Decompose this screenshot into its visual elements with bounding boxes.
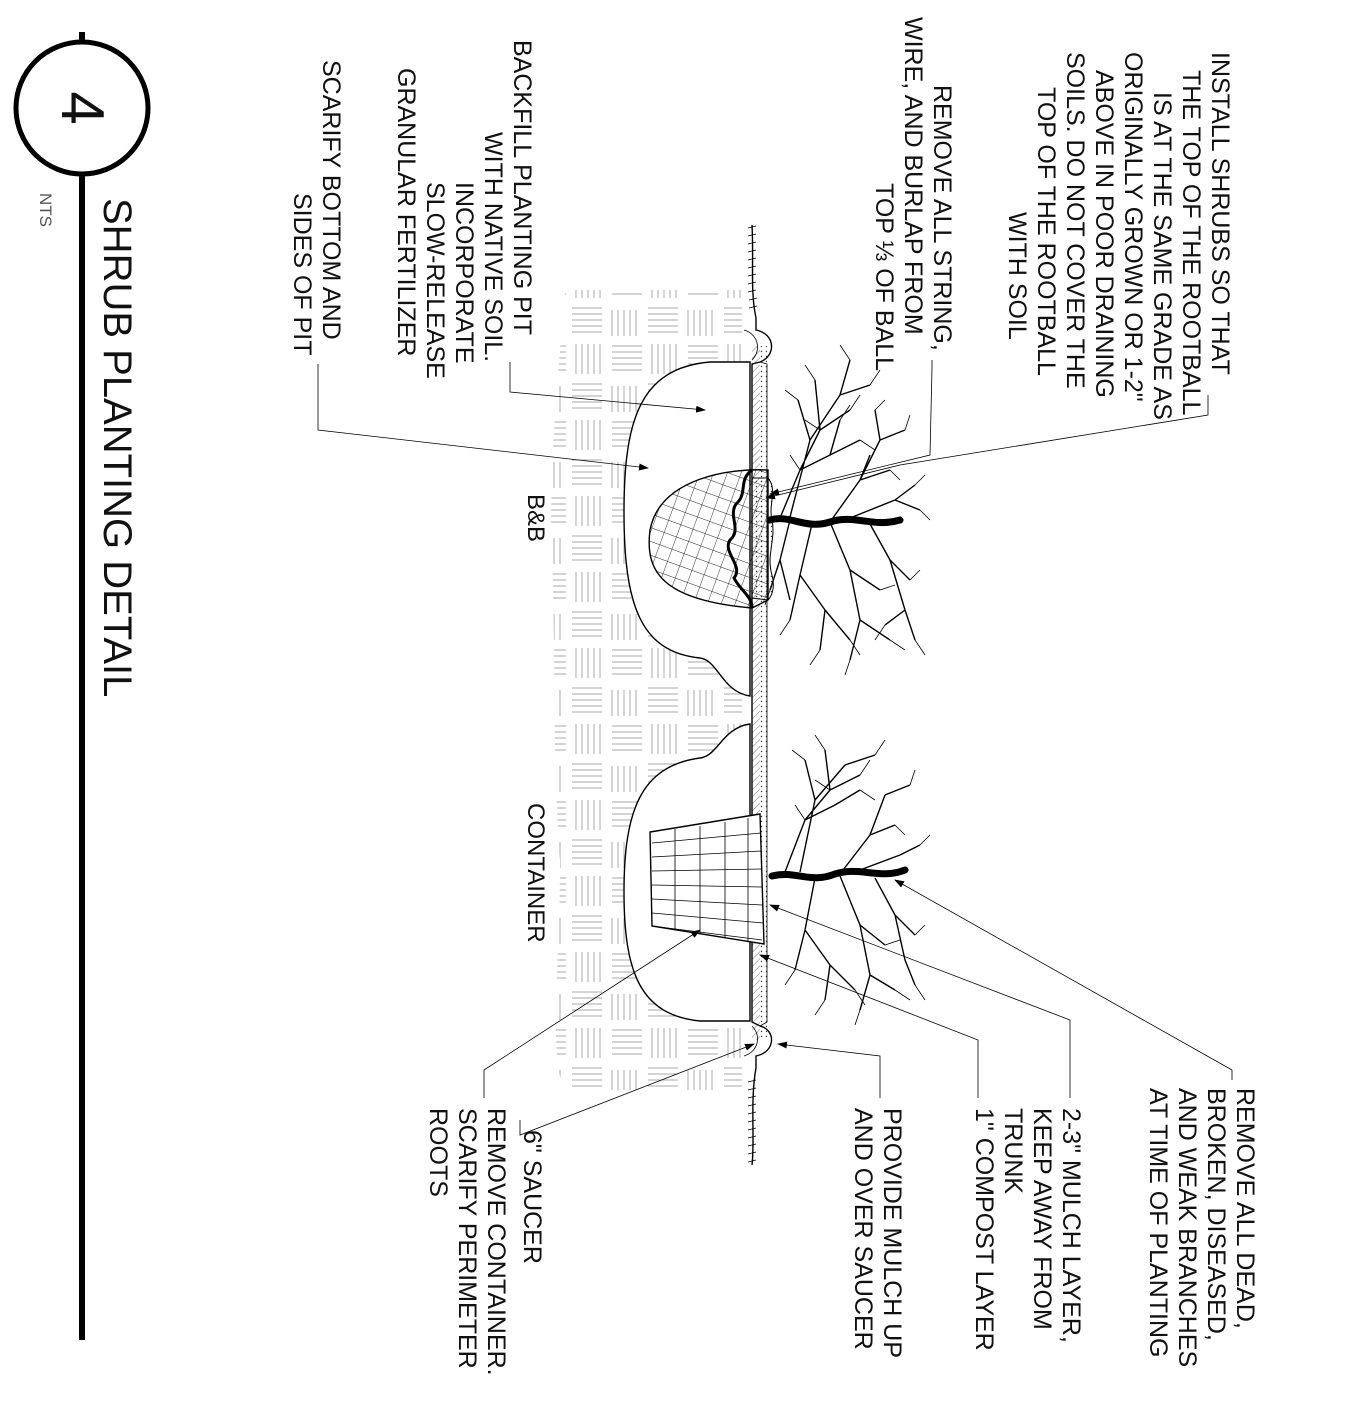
bb-label: B&B <box>522 494 549 542</box>
detail-title: SHRUB PLANTING DETAIL <box>95 198 139 697</box>
bb-shrub <box>764 344 931 676</box>
note-mulch-saucer: PROVIDE MULCH UP AND OVER SAUCER <box>849 1108 906 1365</box>
grade-turf-right <box>747 1079 757 1163</box>
detail-number: 4 <box>49 91 116 124</box>
grade-turf-left <box>747 225 758 309</box>
container-shrub <box>768 734 931 1026</box>
note-backfill: BACKFILL PLANTING PIT WITH NATIVE SOIL. … <box>392 40 536 386</box>
leader-lines <box>317 360 1233 1136</box>
leader-saucer <box>519 1043 755 1136</box>
title-block: 4 SHRUB PLANTING DETAIL NTS <box>13 32 151 1340</box>
note-remove-dead: REMOVE ALL DEAD, BROKEN, DISEASED, AND W… <box>1144 1088 1259 1374</box>
scale-label: NTS <box>36 193 55 227</box>
note-scarify-pit: SCARIFY BOTTOM AND SIDES OF PIT <box>288 60 345 356</box>
bb-rootball <box>648 468 774 609</box>
leader-scarify-pit <box>317 364 649 471</box>
leader-remove-dead <box>894 879 1233 1080</box>
note-install-shrubs: INSTALL SHRUBS SO THAT THE TOP OF THE RO… <box>1003 52 1234 427</box>
note-mulch-layer: 2-3" MULCH LAYER, KEEP AWAY FROM TRUNK <box>999 1108 1085 1350</box>
leader-mulch-saucer <box>777 1041 881 1098</box>
detail-number-circle <box>13 39 151 177</box>
note-compost-layer: 1" COMPOST LAYER <box>970 1108 998 1351</box>
container-label: CONTAINER <box>522 803 549 943</box>
note-remove-container: REMOVE CONTAINER. SCARIFY PERIMETER ROOT… <box>424 1108 510 1383</box>
burlap-folded-edge <box>726 468 754 609</box>
leader-mulch-layer <box>769 904 1071 1098</box>
container-shrub-trunk <box>768 866 909 882</box>
leader-compost-layer <box>759 954 979 1098</box>
leader-remove-string <box>769 360 933 496</box>
leader-backfill <box>509 362 706 413</box>
leader-remove-container <box>483 929 701 1098</box>
leader-install-shrubs <box>765 395 1209 500</box>
container-rootball <box>649 813 765 945</box>
note-remove-string: REMOVE ALL STRING, WIRE, AND BURLAP FROM… <box>870 17 956 371</box>
note-saucer: 6" SAUCER <box>518 1130 546 1264</box>
